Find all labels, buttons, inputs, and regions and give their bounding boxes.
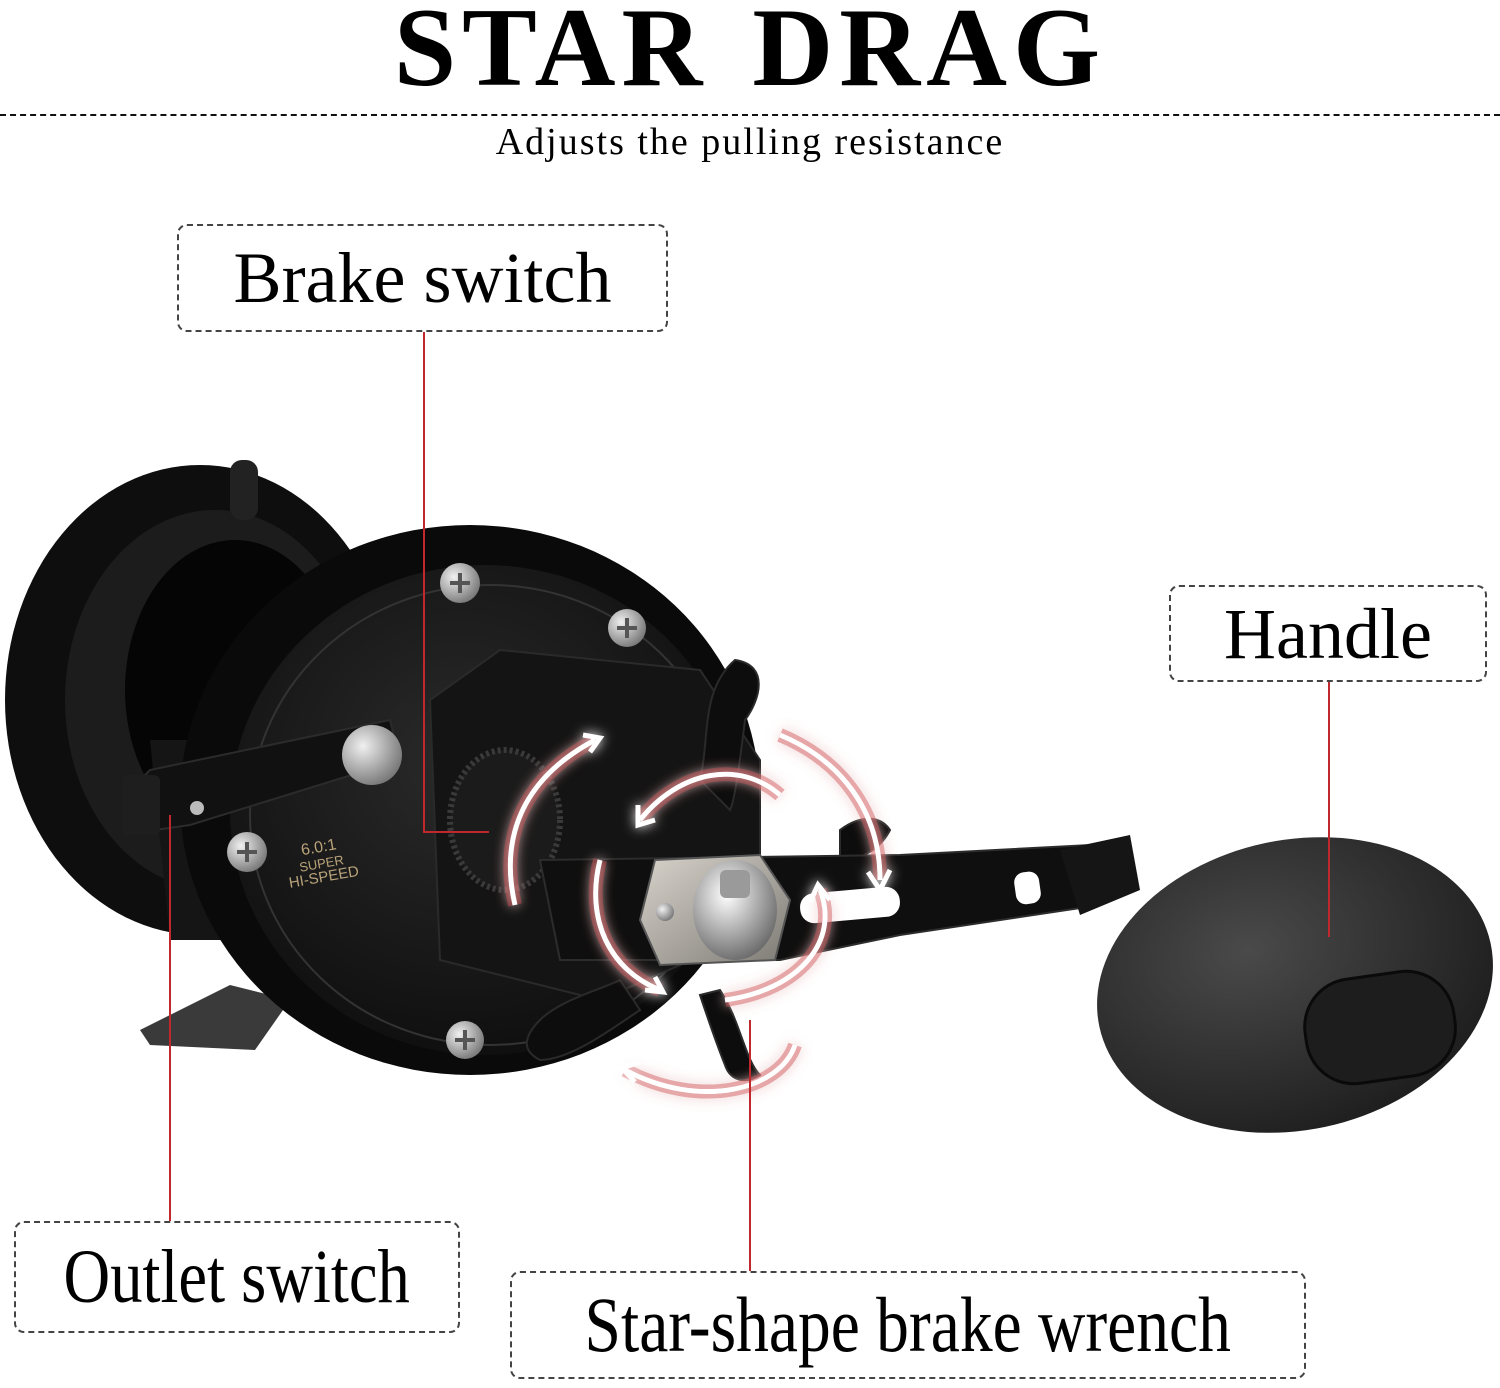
dashed-divider <box>0 114 1500 116</box>
title-word-drag: DRAG <box>752 0 1107 110</box>
callout-brake-switch: Brake switch <box>177 224 668 332</box>
callout-label: Handle <box>1224 593 1432 674</box>
callout-label: Brake switch <box>233 238 612 318</box>
callout-handle: Handle <box>1169 585 1487 682</box>
handle-nut-icon <box>693 860 777 960</box>
callout-label: Outlet switch <box>63 1235 411 1319</box>
callout-star-brake-wrench: Star-shape brake wrench <box>510 1271 1306 1379</box>
leader-line-handle <box>1328 682 1330 937</box>
leader-line-star <box>749 1020 751 1271</box>
subtitle: Adjusts the pulling resistance <box>495 121 1005 163</box>
title-word-star: STAR <box>393 0 709 110</box>
screw-icon <box>227 563 646 1059</box>
callout-label: Star-shape brake wrench <box>584 1281 1232 1368</box>
callout-outlet-switch: Outlet switch <box>14 1221 460 1333</box>
leader-line-brake-vertical <box>423 332 425 832</box>
leader-line-outlet <box>169 815 171 1221</box>
lever-pivot-icon <box>342 725 402 785</box>
leader-line-brake-horizontal <box>423 831 489 833</box>
rotation-arrow-icon <box>503 728 893 1099</box>
